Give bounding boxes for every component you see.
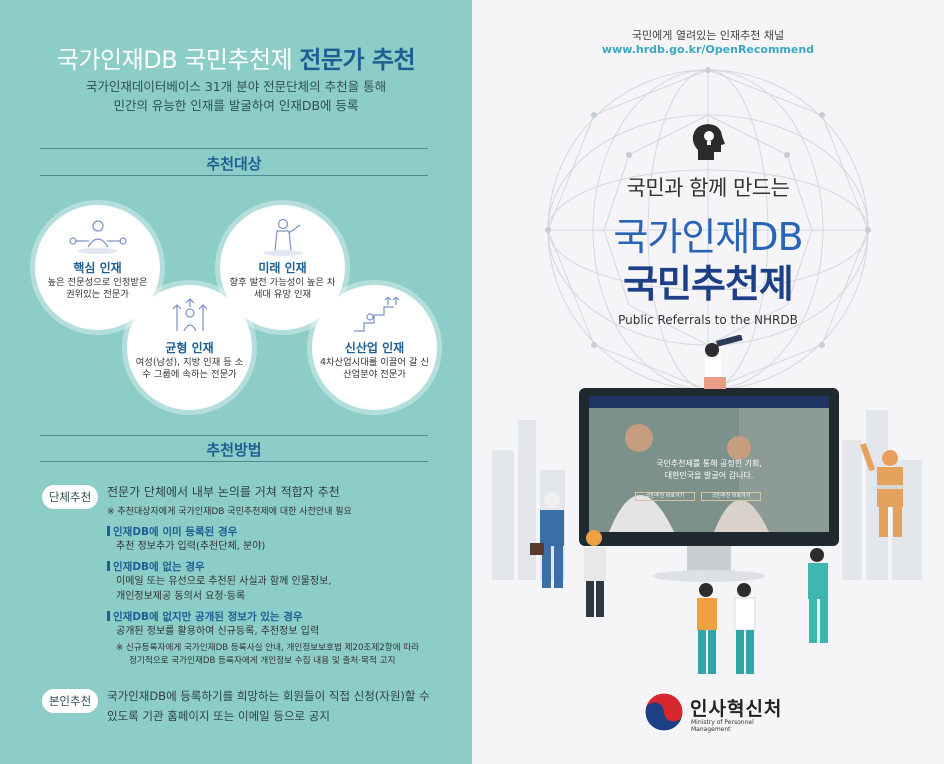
left-panel: 국가인재DB 국민추천제 전문가 추천 국가인재데이터베이스 31개 분야 전문… [0, 0, 472, 764]
screen-navbar [589, 396, 829, 408]
future-talent-icon [262, 218, 303, 256]
title-big: 국민추천제 [623, 262, 794, 306]
target-circle-balance: 균형 인재 여성(남성), 지방 인재 등 소수 그룹에 속하는 전문가 [127, 285, 252, 410]
balance-talent-icon [172, 298, 207, 332]
methods-heading: 추천방법 [206, 441, 262, 459]
group-head: 전문가 단체에서 내부 논의를 거쳐 적합자 추천 [107, 485, 340, 499]
screen-button[interactable]: 국민추천 바로가기 [635, 492, 695, 501]
self-line-1: 국가인재DB에 등록하기를 희망하는 회원들이 직접 신청(자원)할 수 [107, 689, 430, 703]
screen-photo [589, 408, 829, 532]
case-body: 이메일 또는 유선으로 추천된 사실과 함께 인물정보, [116, 576, 332, 587]
left-subtitle: 국가인재데이터베이스 31개 분야 전문단체의 추천을 통해 민간의 유능한 인… [0, 77, 472, 115]
title-highlight: 전문가 추천 [299, 46, 416, 74]
target-desc: 높은 전문성으로 인정받은 권위있는 전문가 [47, 277, 148, 300]
taegeuk-emblem-icon [644, 692, 684, 732]
ministry-logo: 인사혁신처 Ministry of Personnel Management [644, 692, 784, 733]
left-title: 국가인재DB 국민추천제 전문가 추천 [0, 40, 472, 75]
screen-line-2: 대한민국을 발굴어 갑니다. [664, 471, 754, 480]
target-title: 핵심 인재 [73, 261, 122, 275]
title-main: 국가인재DB 국민추천제 [56, 46, 293, 74]
screen-button[interactable]: 국민추천 바로가기 [701, 492, 761, 501]
ministry-name-en: Ministry of Personnel Management [691, 719, 754, 733]
monitor-stand [687, 546, 731, 574]
divider [40, 175, 428, 176]
case-body: 공개된 정보를 활용하여 신규등록, 추천정보 입력 [116, 626, 320, 637]
target-circle-core: 핵심 인재 높은 전문성으로 인정받은 권위있는 전문가 [35, 205, 160, 330]
channel-label: 국민에게 열려있는 인재추천 채널 [631, 29, 785, 42]
case-title: 인재DB에 없는 경우 [107, 559, 457, 574]
group-recommend-tag: 단체추천 [42, 485, 98, 509]
idea-head-icon [692, 124, 725, 160]
target-title: 신산업 인재 [344, 341, 405, 355]
divider [40, 461, 428, 462]
title-mid: 국가인재DB [613, 215, 803, 259]
case-title: 인재DB에 없지만 공개된 정보가 있는 경우 [107, 609, 457, 624]
channel-url[interactable]: www.hrdb.go.kr/OpenRecommend [601, 43, 815, 56]
title-english: Public Referrals to the NHRDB [618, 313, 798, 327]
target-desc: 여성(남성), 지방 인재 등 소수 그룹에 속하는 전문가 [135, 357, 244, 380]
target-desc: 향후 발전 가능성이 높은 차세대 유망 인재 [229, 277, 336, 300]
divider [40, 148, 428, 149]
self-recommend-content: 국가인재DB에 등록하기를 희망하는 회원들이 직접 신청(자원)할 수 있도록… [107, 686, 457, 726]
target-desc: 4차산업시대를 이끌어 갈 신산업분야 전문가 [320, 357, 429, 380]
subtitle-line-2: 민간의 유능한 인재를 발굴하여 인재DB에 등록 [113, 98, 359, 113]
self-recommend-tag: 본인추천 [42, 689, 98, 713]
new-industry-icon [353, 297, 399, 332]
self-line-2: 있도록 기관 홈페이지 또는 이메일 등으로 공지 [107, 709, 330, 723]
core-talent-icon [68, 220, 127, 254]
targets-heading: 추천대상 [206, 155, 262, 173]
group-note-2: 정기적으로 국가인재DB 등록자에게 개인정보 수집 내용 및 출처·목적 고지 [129, 656, 396, 666]
target-title: 미래 인재 [258, 261, 307, 275]
right-panel: 국민에게 열려있는 인재추천 채널 www.hrdb.go.kr/OpenRec… [472, 0, 944, 764]
subtitle-line-1: 국가인재데이터베이스 31개 분야 전문단체의 추천을 통해 [85, 79, 387, 94]
monitor-screen: 국민추천제를 통해 공정한 기회, 대한민국을 발굴어 갑니다. 국민추천 바로… [589, 396, 829, 532]
target-circle-newindustry: 신산업 인재 4차산업시대를 이끌어 갈 신산업분야 전문가 [312, 285, 437, 410]
title-small: 국민과 함께 만드는 [626, 176, 790, 200]
case-title: 인재DB에 이미 등록된 경우 [107, 524, 457, 539]
ministry-name-ko: 인사혁신처 [690, 698, 783, 720]
group-note-2: ※ 신규등록자에게 국가인재DB 등록사실 안내, 개인정보보호법 제20조제2… [116, 643, 420, 653]
divider [40, 435, 428, 436]
monitor-illustration: 국민추천제를 통해 공정한 기회, 대한민국을 발굴어 갑니다. 국민추천 바로… [579, 388, 839, 546]
people-illustration [530, 335, 903, 674]
group-note: ※ 추천대상자에게 국가인재DB 국민추천제에 대한 사전안내 필요 [107, 507, 352, 517]
monitor-stand-base [652, 570, 766, 582]
screen-line-1: 국민추천제를 통해 공정한 기회, [656, 459, 762, 468]
case-body: 개인정보제공 동의서 요청·등록 [116, 591, 246, 602]
screen-headline: 국민추천제를 통해 공정한 기회, 대한민국을 발굴어 갑니다. [589, 458, 829, 482]
group-recommend-content: 전문가 단체에서 내부 논의를 거쳐 적합자 추천 ※ 추천대상자에게 국가인재… [107, 483, 457, 668]
target-title: 균형 인재 [165, 341, 214, 355]
case-body: 추천 정보추가 입력(추천단체, 분야) [116, 541, 266, 552]
